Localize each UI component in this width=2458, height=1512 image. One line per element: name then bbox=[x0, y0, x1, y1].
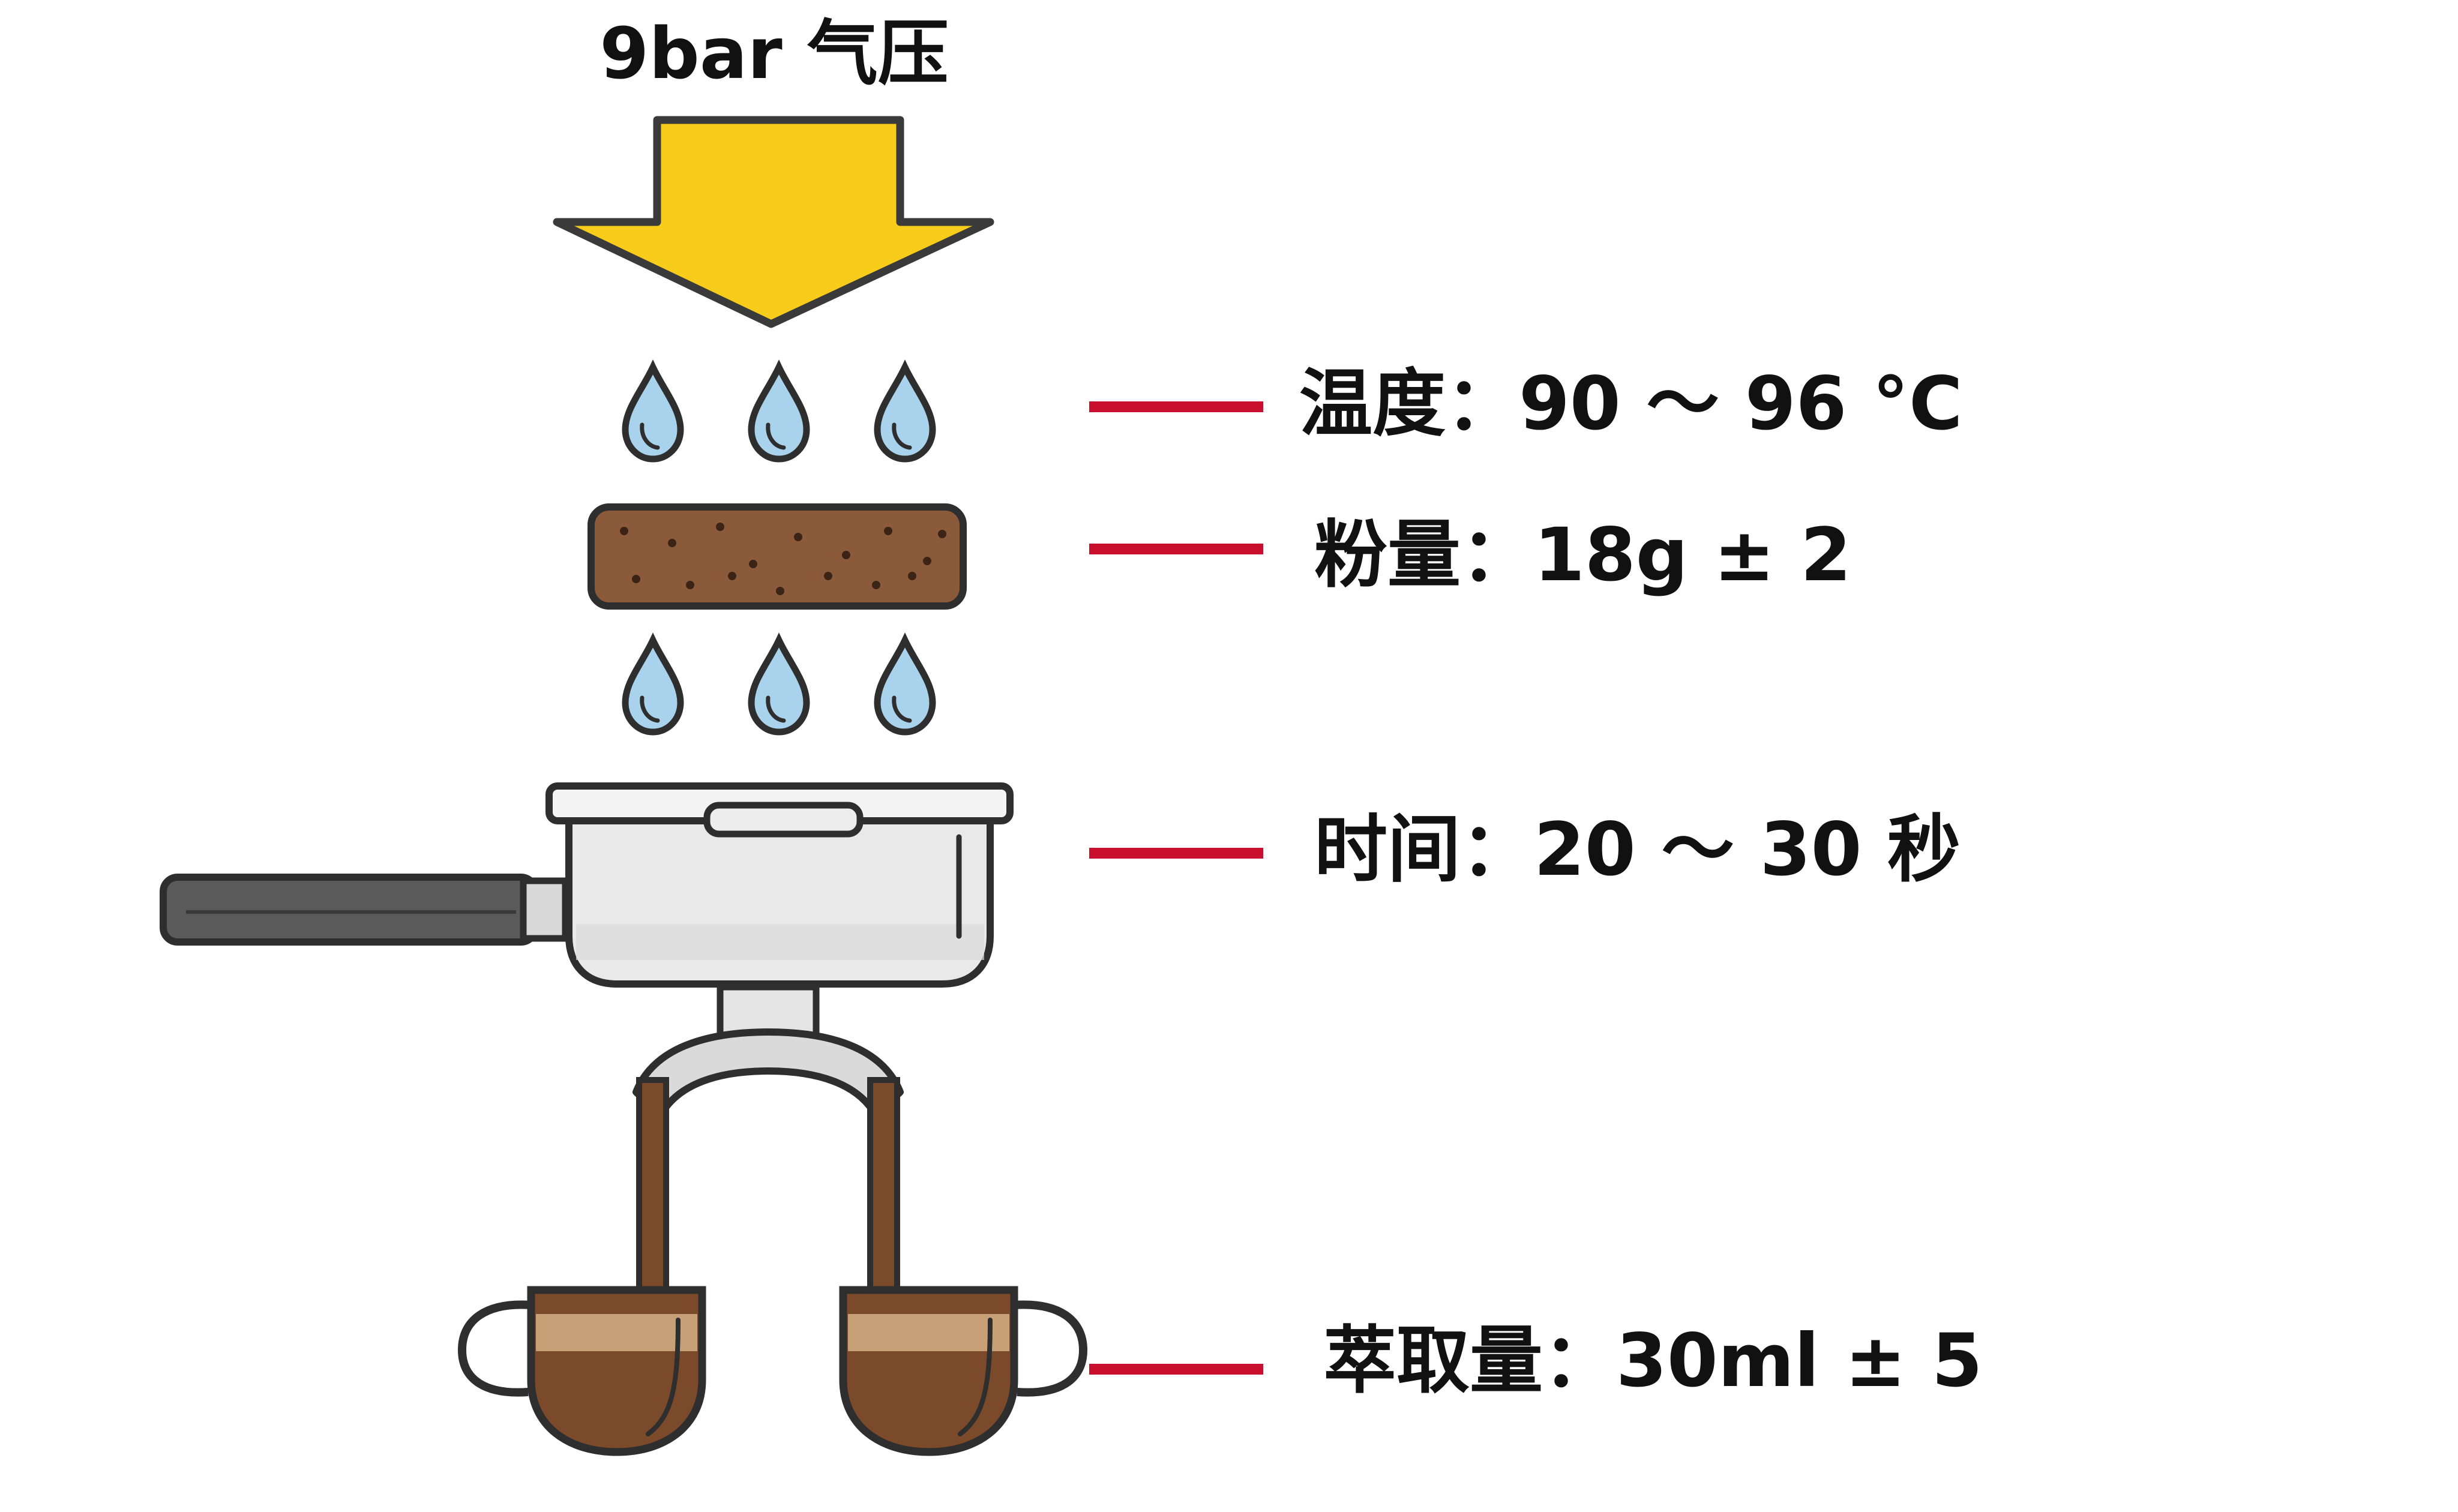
portafilter-handle bbox=[160, 874, 539, 946]
pressure-title: 9bar 气压 bbox=[599, 12, 948, 95]
water-drop-icon bbox=[874, 359, 936, 463]
label-time: 时间：20 ～ 30 秒 bbox=[1314, 807, 1961, 892]
portafilter-icon bbox=[160, 782, 1014, 1120]
leader-lines bbox=[1089, 401, 1263, 1375]
label-temperature: 温度：90 ～ 96 °C bbox=[1299, 361, 1963, 446]
coffee-puck-icon bbox=[587, 503, 967, 610]
water-drop-icon bbox=[874, 632, 936, 736]
espresso-cup-icon bbox=[839, 1286, 1088, 1456]
water-drop-icon bbox=[622, 632, 684, 736]
water-drops-top bbox=[622, 359, 936, 463]
water-drop-icon bbox=[748, 359, 810, 463]
portafilter-spout bbox=[633, 1028, 904, 1120]
pressure-arrow-icon bbox=[553, 116, 994, 328]
water-drop-icon bbox=[748, 632, 810, 736]
coffee-streams bbox=[636, 1077, 900, 1311]
label-yield: 萃取量：30ml ± 5 bbox=[1323, 1318, 1983, 1403]
label-dose: 粉量：18g ± 2 bbox=[1314, 512, 1851, 598]
water-drops-bottom bbox=[622, 632, 936, 736]
espresso-cup-icon bbox=[457, 1286, 706, 1456]
water-drop-icon bbox=[622, 359, 684, 463]
